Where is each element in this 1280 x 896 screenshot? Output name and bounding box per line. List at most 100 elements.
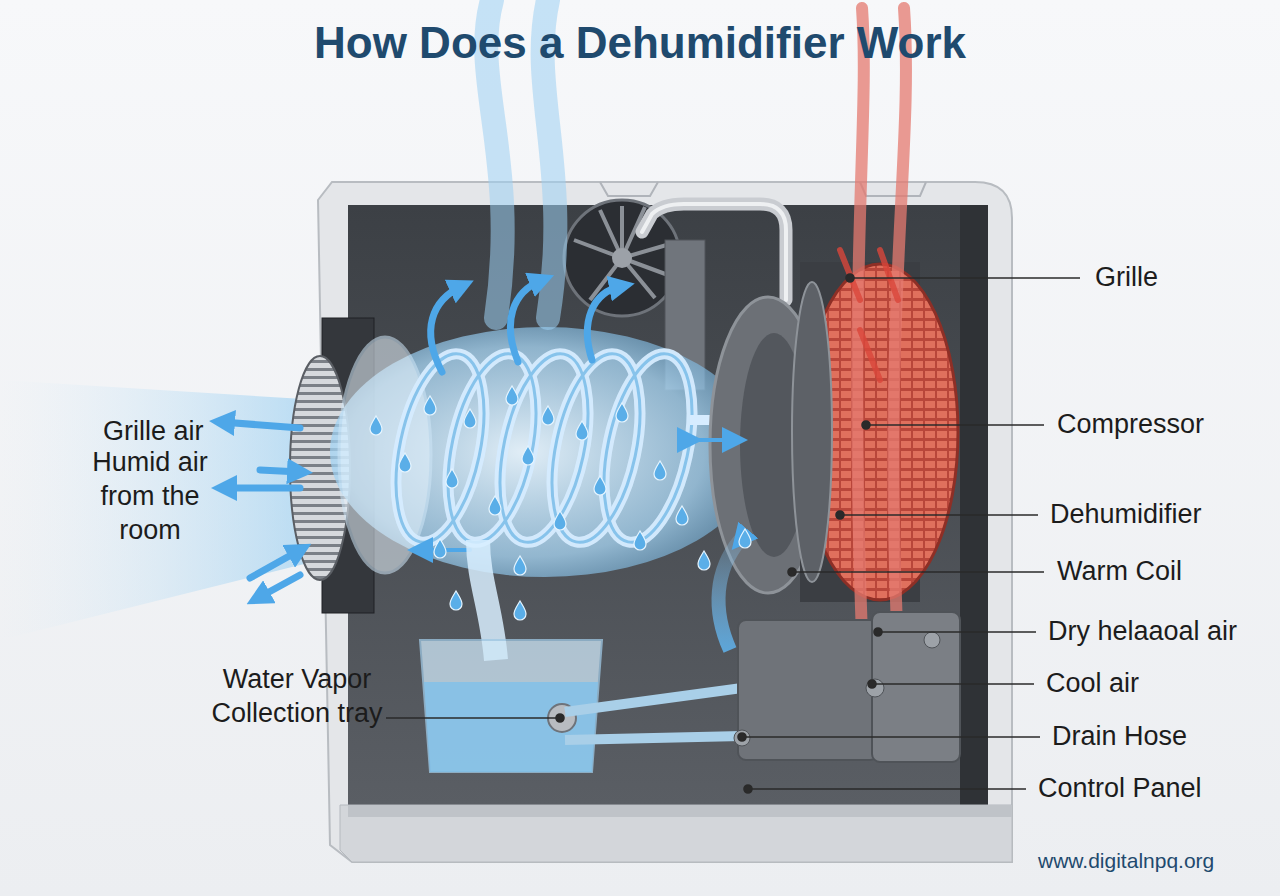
water-drop [542, 406, 554, 425]
water-drop [616, 403, 628, 422]
part-label: Control Panel [1038, 772, 1202, 806]
water-drop [434, 539, 446, 558]
water-drop [698, 551, 710, 570]
leader-line [742, 736, 1040, 738]
pipe-highlight [642, 204, 786, 300]
pump-body [738, 620, 878, 760]
air-haze [0, 380, 320, 640]
water-drop [594, 476, 606, 495]
water-drop [739, 529, 751, 548]
water-drop [676, 506, 688, 525]
rising-air-arrow [510, 280, 542, 362]
water-drop [514, 601, 526, 620]
leader-line [748, 788, 1026, 790]
leader-dot [788, 568, 796, 576]
drain-pipe [565, 736, 742, 740]
coil-edge [433, 346, 551, 550]
water-drops [370, 386, 751, 620]
leader-dot [868, 680, 876, 688]
part-label: Grille [1095, 261, 1158, 295]
fan [564, 200, 680, 316]
water-drop [654, 461, 666, 480]
leader-line [792, 571, 1044, 573]
water-drop [399, 453, 411, 472]
room-air-arrows [222, 422, 300, 598]
base-ledge [348, 805, 1012, 817]
watermark: www.digitalnpq.org [1038, 848, 1214, 874]
leader-line [386, 717, 560, 719]
coil-edge [381, 346, 499, 550]
casing-inner-wall [960, 205, 988, 805]
leader-dot [836, 511, 844, 519]
cold-coil [330, 327, 760, 577]
warm-air-arrows [840, 8, 906, 650]
air-label: Humid air from the room [67, 446, 233, 547]
leader-lines [386, 274, 1080, 793]
cool-air-streams [420, 0, 735, 550]
pump-motor [734, 612, 960, 762]
air-label: Cool air [1046, 667, 1139, 701]
coil-edge [485, 346, 603, 550]
water-drop [522, 446, 534, 465]
part-label: Compressor [1057, 408, 1204, 442]
water-drop [506, 386, 518, 405]
water-drop [489, 496, 501, 515]
water-drop [424, 396, 436, 415]
part-label: Drain Hose [1052, 720, 1187, 754]
leader-line [850, 277, 1080, 279]
air-label: Dry helaaoal air [1048, 615, 1237, 649]
air-label: Grille air [103, 415, 204, 449]
casing-shell [318, 182, 1012, 862]
part-label: Water Vapor Collection tray [207, 663, 387, 731]
rising-air-arrow [431, 286, 462, 372]
water-drop [370, 416, 382, 435]
water-drop [446, 469, 458, 488]
coil-loops [381, 346, 707, 550]
air-arrow [222, 422, 300, 428]
leader-dot [556, 714, 564, 722]
part-label: Dehumidifier [1050, 498, 1202, 532]
compressor-flange [792, 282, 832, 582]
air-arrow [260, 470, 300, 472]
refrigerant-pipe [642, 204, 786, 300]
coil-edge [537, 346, 655, 550]
leader-line [878, 631, 1036, 633]
diagram-title: How Does a Dehumidifier Work [0, 18, 1280, 68]
leader-dot [862, 421, 870, 429]
air-arrow [224, 485, 300, 492]
tray-water [424, 682, 598, 772]
leader-line [872, 683, 1034, 685]
top-vents [600, 182, 926, 196]
compressor-unit [792, 262, 958, 602]
motor-badge [924, 632, 940, 648]
casing [318, 182, 1012, 862]
water-drop [514, 556, 526, 575]
coil-edge [589, 346, 707, 550]
drain-pipe [565, 688, 742, 712]
water-drop [450, 591, 462, 610]
casing-base [340, 805, 1012, 862]
warm-air-arrow [857, 8, 864, 636]
inner-air-arrow [690, 438, 735, 442]
leader-dot [744, 785, 752, 793]
motor-knob [866, 679, 884, 697]
part-label: Warm Coil [1057, 555, 1182, 589]
water-drop [634, 531, 646, 550]
pump-port [734, 730, 750, 746]
coil-loop [589, 346, 707, 550]
motor-body [872, 612, 960, 762]
leader-line [840, 514, 1038, 516]
coil-loop-edges [381, 346, 707, 550]
warm-air-streak [840, 250, 898, 380]
leader-dot [846, 274, 854, 282]
water-drop [464, 409, 476, 428]
rising-air-arrow [587, 286, 622, 360]
leader-dot [874, 628, 882, 636]
leader-dot [738, 733, 746, 741]
warm-air-arrow [893, 8, 906, 650]
coil-chamber [330, 327, 760, 577]
air-arrow [250, 550, 300, 578]
